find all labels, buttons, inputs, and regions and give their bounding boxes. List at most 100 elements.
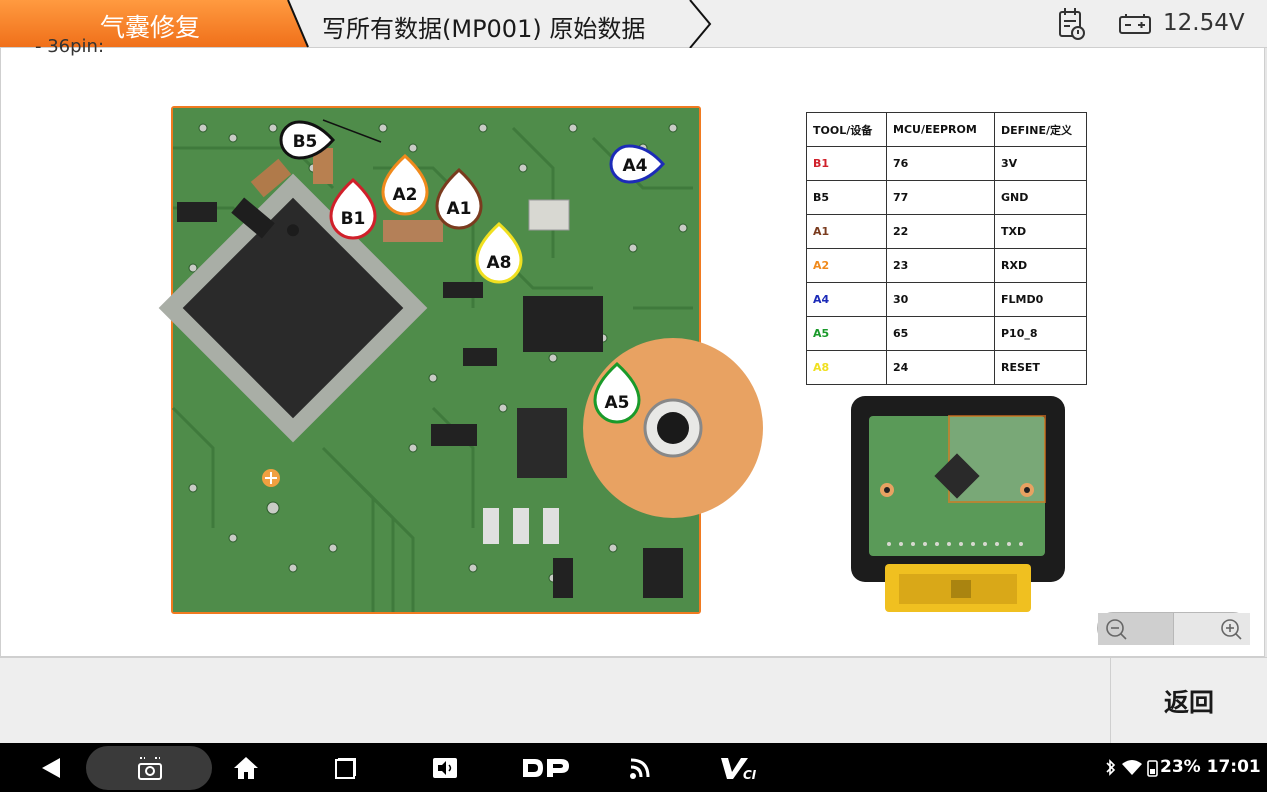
table-cell-tool: A4 <box>806 282 887 317</box>
tab-airbag-repair[interactable]: 气囊修复 <box>0 0 309 48</box>
nav-volume-button[interactable] <box>425 743 465 792</box>
table-cell-tool: A2 <box>806 248 887 283</box>
screenshot-button[interactable] <box>86 746 212 790</box>
zoom-in-button[interactable] <box>1174 613 1250 645</box>
back-triangle-icon <box>42 757 60 778</box>
pin-marker-label: B1 <box>341 209 366 229</box>
pin-marker-label: A8 <box>487 253 512 273</box>
table-cell-define: RESET <box>994 350 1087 385</box>
table-cell-tool: B5 <box>806 180 887 215</box>
table-cell-tool: A8 <box>806 350 887 385</box>
pin-marker-b5: B5 <box>279 120 336 160</box>
svg-text:CI: CI <box>743 768 757 782</box>
table-header-row: TOOL/设备 MCU/EEPROM DEFINE/定义 <box>806 112 1087 147</box>
table-cell-mcu: 30 <box>886 282 995 317</box>
nav-remote-button[interactable] <box>620 743 660 792</box>
report-icon[interactable] <box>1056 6 1086 42</box>
zoom-in-icon <box>1221 619 1242 640</box>
nav-vci-button[interactable]: CI <box>718 743 762 792</box>
pin-marker-label: B5 <box>293 132 318 152</box>
zoom-out-icon <box>1106 619 1127 640</box>
table-header-tool: TOOL/设备 <box>806 112 887 147</box>
battery-icon <box>1119 14 1151 34</box>
back-button[interactable]: 返回 <box>1110 658 1267 744</box>
pin-marker-label: A2 <box>393 185 418 205</box>
table-cell-define: RXD <box>994 248 1087 283</box>
pin-marker-a8: A8 <box>475 221 523 284</box>
screenshot-camera <box>130 743 170 792</box>
pin-marker-shape <box>475 221 523 284</box>
pin-marker-a1: A1 <box>435 167 483 230</box>
battery-time-text: 23% 17:01 <box>1160 757 1261 777</box>
table-cell-mcu: 22 <box>886 214 995 249</box>
tab-shape <box>0 0 309 48</box>
module-image <box>849 396 1067 614</box>
wifi-icon <box>1122 760 1142 775</box>
module-drawing <box>851 396 1065 612</box>
pin-marker-label: A4 <box>623 156 648 176</box>
pin-marker-label: A1 <box>447 199 472 219</box>
volume-icon <box>433 757 457 778</box>
pin-marker-shape <box>329 177 377 240</box>
vci-icon: CI <box>721 757 757 782</box>
dp-icon <box>523 758 569 777</box>
pin-marker-b1: B1 <box>329 177 377 240</box>
pin-marker-label: A5 <box>605 393 630 413</box>
pin-marker-shape <box>381 153 429 216</box>
pcb-drawing <box>158 108 763 612</box>
pin-marker-a5: A5 <box>593 361 641 424</box>
table-cell-define: 3V <box>994 146 1087 181</box>
tab-airbag-repair-label: 气囊修复 <box>100 13 201 42</box>
pin-marker-shape <box>279 120 336 160</box>
pin-count-text: - 36pin: <box>35 36 105 57</box>
table-cell-mcu: 76 <box>886 146 995 181</box>
pin-marker-a2: A2 <box>381 153 429 216</box>
nav-recents-button[interactable] <box>326 743 366 792</box>
breadcrumb-title: 写所有数据(MP001) 原始数据 <box>322 15 646 43</box>
table-cell-tool: B1 <box>806 146 887 181</box>
table-header-define: DEFINE/定义 <box>994 112 1087 147</box>
remote-signal-icon <box>630 758 650 779</box>
system-nav-bar: CI 23% 17:01 <box>0 743 1267 792</box>
camera-icon <box>138 756 162 780</box>
table-cell-define: FLMD0 <box>994 282 1087 317</box>
table-cell-mcu: 23 <box>886 248 995 283</box>
table-cell-define: GND <box>994 180 1087 215</box>
recents-icon <box>335 757 356 779</box>
table-cell-mcu: 77 <box>886 180 995 215</box>
nav-home-button[interactable] <box>226 743 266 792</box>
table-cell-tool: A1 <box>806 214 887 249</box>
voltage-readout: 12.54V <box>1163 10 1245 36</box>
table-cell-mcu: 24 <box>886 350 995 385</box>
pin-marker-a4: A4 <box>609 144 666 184</box>
nav-back-button[interactable] <box>30 743 70 792</box>
pin-marker-shape <box>609 144 666 184</box>
table-cell-define: TXD <box>994 214 1087 249</box>
content-panel[interactable]: - 36pin: <box>0 36 1265 657</box>
zoom-out-button[interactable] <box>1098 613 1174 645</box>
nav-dp-button[interactable] <box>517 743 573 792</box>
pin-marker-shape <box>435 167 483 230</box>
table-header-mcu: MCU/EEPROM <box>886 112 995 147</box>
battery-status-icon <box>1147 760 1158 777</box>
status-icons <box>1106 759 1158 777</box>
pin-marker-shape <box>593 361 641 424</box>
zoom-control <box>1097 612 1250 645</box>
table-cell-mcu: 65 <box>886 316 995 351</box>
breadcrumb-separator <box>689 0 712 49</box>
bluetooth-icon <box>1106 759 1116 776</box>
action-bar: 返回 <box>0 657 1267 744</box>
table-cell-tool: A5 <box>806 316 887 351</box>
